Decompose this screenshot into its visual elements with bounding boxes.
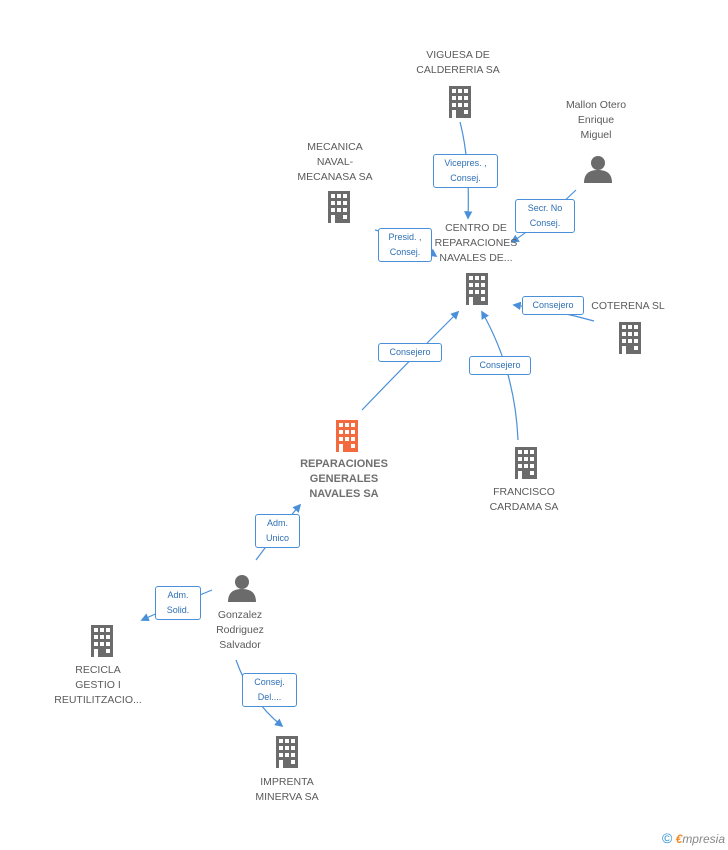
edge-label-mecanica-centro: Presid. , Consej. (378, 228, 432, 262)
node-label-centro[interactable]: CENTRO DE REPARACIONES NAVALES DE... (434, 222, 518, 264)
brand-initial: € (675, 832, 683, 846)
person-icon[interactable] (584, 156, 612, 183)
node-label-francisco[interactable]: FRANCISCO CARDAMA SA (489, 486, 559, 513)
building-icon[interactable] (276, 736, 298, 768)
node-label-viguesa[interactable]: VIGUESA DE CALDERERIA SA (416, 49, 500, 76)
node-label-mecanica[interactable]: MECANICA NAVAL- MECANASA SA (297, 141, 373, 183)
building-icon[interactable] (515, 447, 537, 479)
edge-label-mallon-centro: Secr. No Consej. (515, 199, 575, 233)
edge-label-gonzalez-recicla: Adm. Solid. (155, 586, 201, 620)
edge-label-gonzalez-reparaciones: Adm. Unico (255, 514, 300, 548)
edge-label-coterena-centro: Consejero (522, 296, 584, 315)
building-icon[interactable] (466, 273, 488, 305)
edge-label-viguesa-centro: Vicepres. , Consej. (433, 154, 498, 188)
node-label-mallon[interactable]: Mallon Otero Enrique Miguel (565, 99, 627, 141)
node-label-gonzalez[interactable]: Gonzalez Rodriguez Salvador (216, 609, 264, 651)
node-label-coterena[interactable]: COTERENA SL (591, 300, 665, 312)
edge-label-reparaciones-centro: Consejero (378, 343, 442, 362)
node-label-reparaciones[interactable]: REPARACIONES GENERALES NAVALES SA (300, 458, 388, 500)
empresia-logo: © €mpresia (662, 830, 725, 846)
edge-label-francisco-centro: Consejero (469, 356, 531, 375)
building-icon[interactable] (328, 191, 350, 223)
building-icon[interactable] (619, 322, 641, 354)
brand-name: mpresia (682, 832, 725, 846)
node-label-imprenta[interactable]: IMPRENTA MINERVA SA (255, 776, 319, 803)
node-label-recicla[interactable]: RECICLA GESTIO I REUTILITZACIO... (54, 664, 142, 706)
copyright-symbol: © (661, 830, 673, 846)
building-icon[interactable] (91, 625, 113, 657)
person-icon[interactable] (228, 575, 256, 602)
edge-label-gonzalez-imprenta: Consej. Del.... (242, 673, 297, 707)
edge-francisco-centro (481, 310, 519, 441)
building-icon[interactable] (449, 86, 471, 118)
building-icon[interactable] (336, 420, 358, 452)
